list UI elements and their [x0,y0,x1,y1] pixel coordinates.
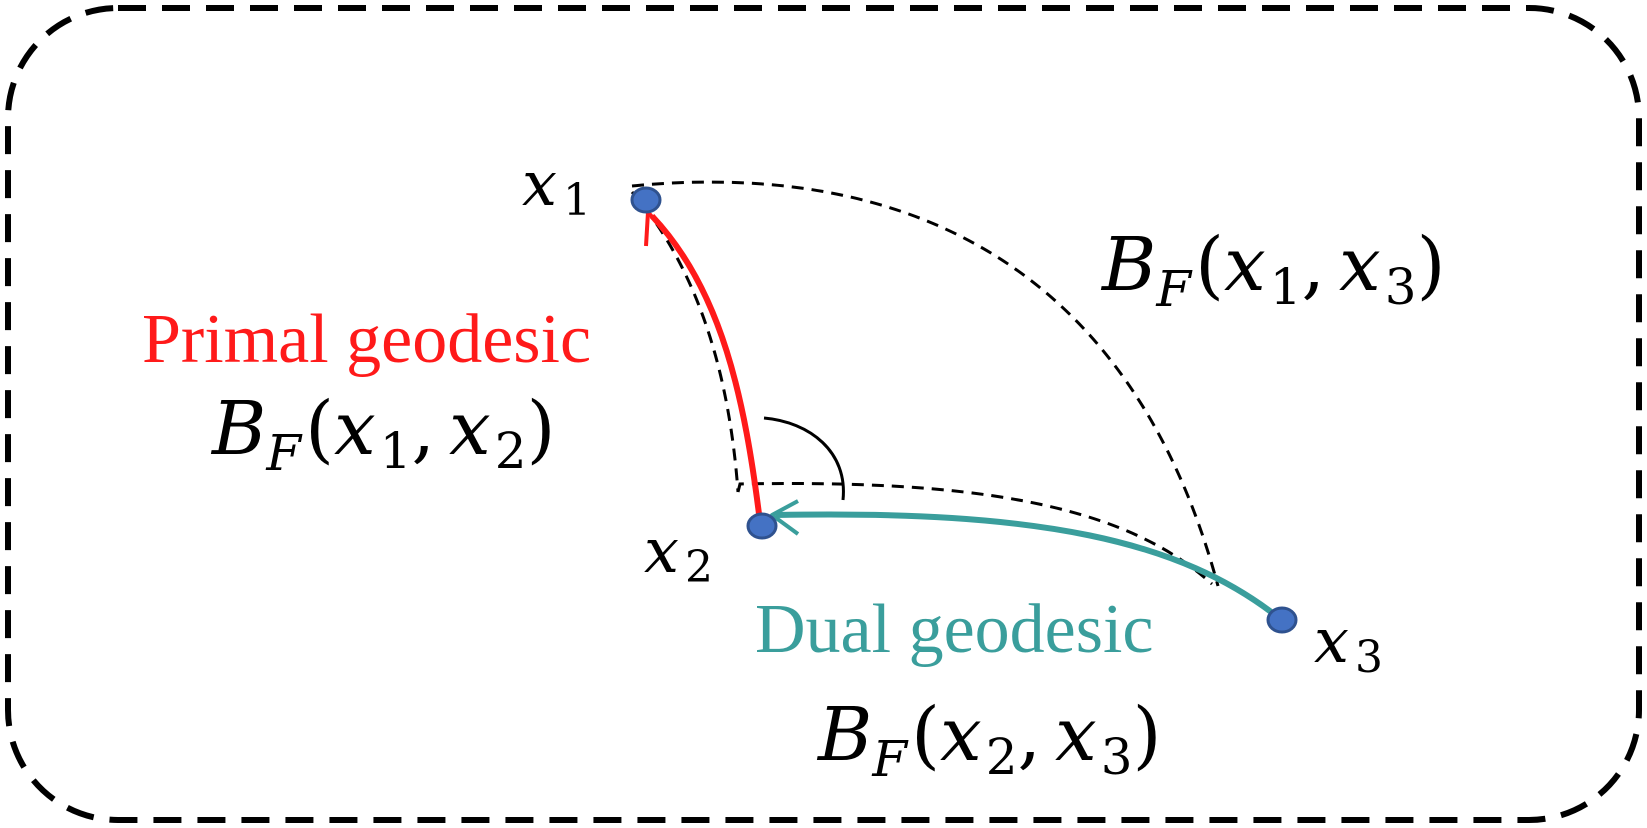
dashed-curve-x2-x3 [736,482,1214,586]
dual-geodesic-curve [775,511,1281,621]
point-x2 [746,512,778,540]
dual-geodesic-arrowhead [770,499,800,536]
point-x1 [630,186,662,214]
primal-geodesic-curve [649,213,763,523]
angle-arc [763,416,845,501]
divergence-x1-x3: BF(x1,x3) [1100,222,1445,318]
frame-border [5,5,1642,823]
primal-geodesic-title: Primal geodesic [142,301,591,378]
dual-geodesic-title: Dual geodesic [755,591,1153,668]
divergence-x1-x2: BF(x1,x2) [210,386,555,482]
dashed-curve-x1-x3 [631,180,1220,587]
divergence-x2-x3: BF(x2,x3) [816,692,1161,788]
point-x3 [1266,606,1298,634]
